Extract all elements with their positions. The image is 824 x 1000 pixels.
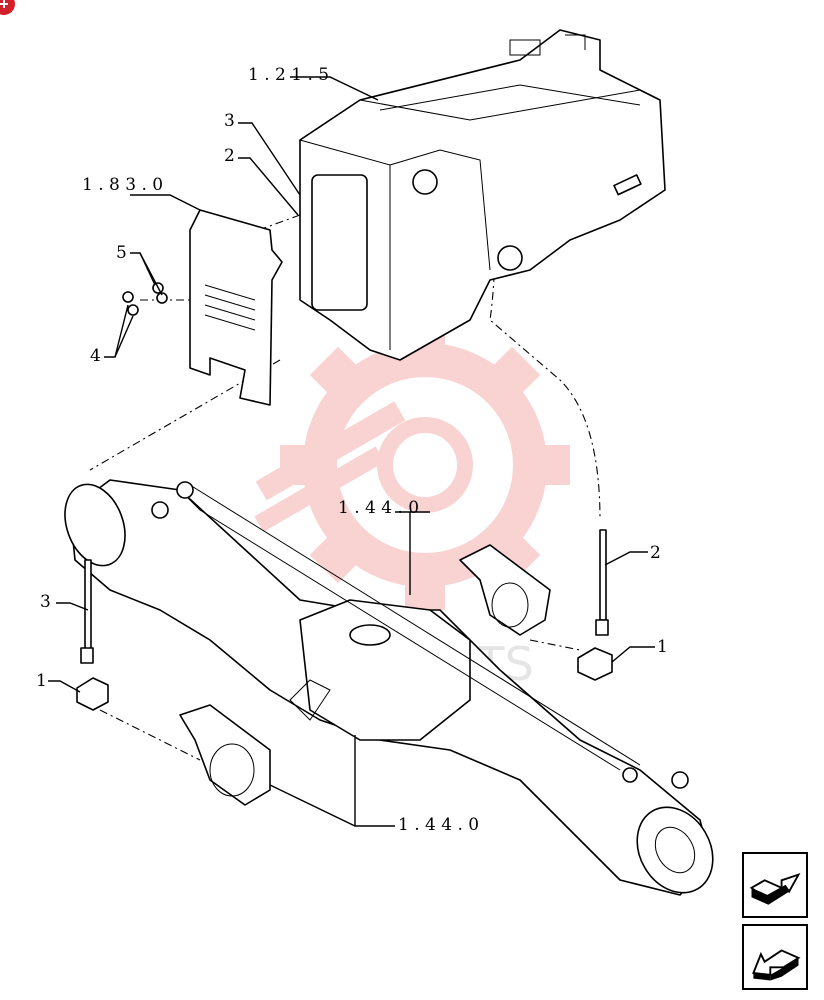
chassis-frame (299, 29, 666, 361)
callout-item-2-right: 2 (650, 543, 661, 563)
watermark-gear-logo (254, 320, 570, 610)
callout-item-3-top: 3 (224, 111, 235, 131)
add-badge-icon[interactable] (0, 0, 18, 18)
callout-ref-1440-top: 1 . 4 4 . 0 (338, 498, 419, 518)
cover-plate (189, 209, 283, 406)
callout-ref-1440-bottom: 1 . 4 4 . 0 (398, 815, 479, 835)
support-brackets (179, 544, 551, 806)
next-page-button[interactable] (742, 852, 808, 918)
callout-labels: 1 . 2 1 . 5 1 . 8 3 . 0 3 2 5 4 1 . 4 4 … (36, 65, 668, 835)
callout-item-3-left: 3 (40, 592, 51, 612)
fasteners-4-5 (122, 282, 168, 316)
leader-lines (48, 76, 655, 827)
callout-item-5: 5 (116, 243, 127, 263)
callout-item-1-right: 1 (657, 637, 668, 657)
callout-ref-1215: 1 . 2 1 . 5 (248, 65, 329, 85)
arrow-forward-icon (749, 873, 801, 905)
front-axle-assembly (64, 479, 714, 896)
callout-item-2-top: 2 (224, 146, 235, 166)
previous-page-button[interactable] (742, 924, 808, 990)
callout-item-4: 4 (90, 346, 101, 366)
arrow-back-icon (752, 949, 801, 981)
callout-ref-1830: 1 . 8 3 . 0 (82, 175, 163, 195)
hoses-and-blocks (76, 529, 613, 711)
callout-item-1-left: 1 (36, 671, 47, 691)
